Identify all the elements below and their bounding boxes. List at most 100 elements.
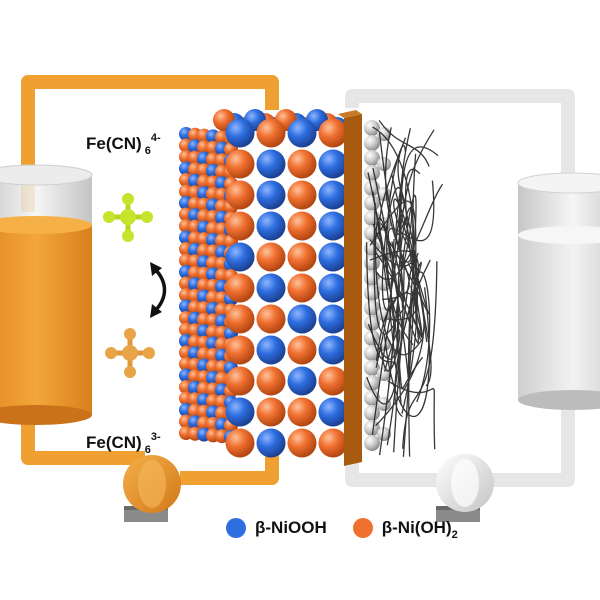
atom-niooh: [256, 335, 286, 365]
carbon-fiber: [395, 173, 408, 236]
nioh2-name: β-Ni(OH): [381, 518, 452, 537]
left-pipe-bottom-b: [180, 452, 279, 485]
felt-atom: [364, 225, 380, 241]
felt-atom: [364, 135, 380, 151]
felt-atom: [364, 120, 380, 136]
atom-nioh2: [318, 366, 348, 396]
felt-atom: [377, 157, 391, 171]
atom-nioh2: [256, 366, 286, 396]
niooh-name: β-NiOOH: [255, 518, 327, 537]
atom-nioh2: [287, 428, 317, 458]
atom-nioh2: [287, 397, 317, 427]
atom-niooh: [287, 118, 317, 148]
carbon-fiber: [387, 180, 435, 262]
carbon-fiber: [372, 153, 419, 344]
niooh-swatch: [226, 518, 246, 538]
carbon-fiber: [375, 292, 418, 362]
felt-atom: [364, 150, 380, 166]
carbon-fiber: [386, 145, 414, 346]
atom-niooh: [318, 211, 348, 241]
molecule-ferricyanide-icon: [105, 328, 155, 378]
atom-niooh: [287, 366, 317, 396]
ferrocyanide-sub: 6: [144, 145, 151, 157]
carbon-fiber: [415, 252, 432, 387]
atom-nioh2: [287, 273, 317, 303]
felt-atom: [364, 420, 380, 436]
right-pipe-bottom-b: [490, 395, 575, 487]
felt-atom: [364, 195, 380, 211]
ferricyanide-charge: 3-: [150, 431, 161, 443]
atom-nioh2: [225, 149, 255, 179]
molecule-ferrocyanide-icon: [103, 193, 153, 242]
atom-niooh: [256, 428, 286, 458]
felt-atom: [364, 435, 380, 451]
felt-atom: [364, 315, 380, 331]
atom-nioh2: [287, 149, 317, 179]
legend: β-NiOOH β-Ni(OH)2: [226, 518, 484, 541]
ferricyanide-sub: 6: [144, 444, 151, 456]
atom-nioh2: [225, 180, 255, 210]
carbon-fiber: [380, 329, 401, 372]
atom-niooh: [256, 273, 286, 303]
pump-left-icon: [123, 455, 181, 522]
ferrocyanide-base: Fe(CN): [86, 134, 142, 153]
atom-niooh: [225, 397, 255, 427]
right-pipe-top: [345, 89, 575, 185]
atom-nioh2: [256, 397, 286, 427]
legend-item-niooh: β-NiOOH: [226, 518, 327, 538]
atom-nioh2: [225, 211, 255, 241]
carbon-fiber: [408, 271, 431, 457]
atom-niooh: [318, 180, 348, 210]
felt-atom: [377, 427, 391, 441]
atom-nioh2: [256, 242, 286, 272]
atom-nioh2: [225, 273, 255, 303]
carbon-fiber: [374, 217, 424, 356]
atom-nioh2: [287, 211, 317, 241]
tank-left-icon: [0, 164, 93, 425]
legend-item-nioh2: β-Ni(OH)2: [352, 518, 458, 541]
atom-nioh2: [318, 428, 348, 458]
atom-nioh2: [256, 118, 286, 148]
atom-niooh: [318, 273, 348, 303]
felt-atom: [364, 360, 380, 376]
carbon-fiber: [379, 137, 407, 287]
atom-niooh: [318, 304, 348, 334]
atom-niooh: [256, 180, 286, 210]
atom-niooh: [318, 149, 348, 179]
felt-atom: [364, 240, 380, 256]
carbon-fiber: [383, 287, 430, 418]
pump-right-icon: [436, 454, 494, 522]
nioh2-swatch: [352, 518, 373, 538]
atom-nioh2: [256, 304, 286, 334]
carbon-fiber: [372, 191, 431, 368]
left-pipe-top: [21, 75, 279, 212]
carbon-fiber: [387, 174, 430, 315]
carbon-fiber: [378, 119, 430, 167]
legend-label-niooh: β-NiOOH: [255, 518, 327, 538]
carbon-felt-electrode: [362, 119, 447, 460]
felt-atom: [364, 390, 380, 406]
atom-nioh2: [225, 366, 255, 396]
atom-nioh2: [287, 335, 317, 365]
atom-nioh2: [225, 428, 255, 458]
redox-arrow-icon: [150, 262, 167, 318]
felt-atom: [364, 165, 380, 181]
carbon-fiber: [397, 149, 418, 414]
ferricyanide-label: Fe(CN)63-: [86, 431, 161, 456]
electrode-lattice: [179, 109, 348, 458]
felt-atom: [364, 405, 380, 421]
legend-label-nioh2: β-Ni(OH)2: [381, 518, 458, 541]
atom-niooh: [318, 242, 348, 272]
atom-niooh: [318, 397, 348, 427]
nioh2-sub: 2: [451, 529, 458, 541]
atom-nioh2: [225, 304, 255, 334]
atom-nioh2: [287, 242, 317, 272]
atom-niooh: [256, 211, 286, 241]
atom-niooh: [256, 149, 286, 179]
atom-niooh: [225, 242, 255, 272]
carbon-fiber: [381, 127, 410, 301]
tank-right-icon: [517, 172, 600, 410]
ferrocyanide-charge: 4-: [150, 132, 161, 144]
